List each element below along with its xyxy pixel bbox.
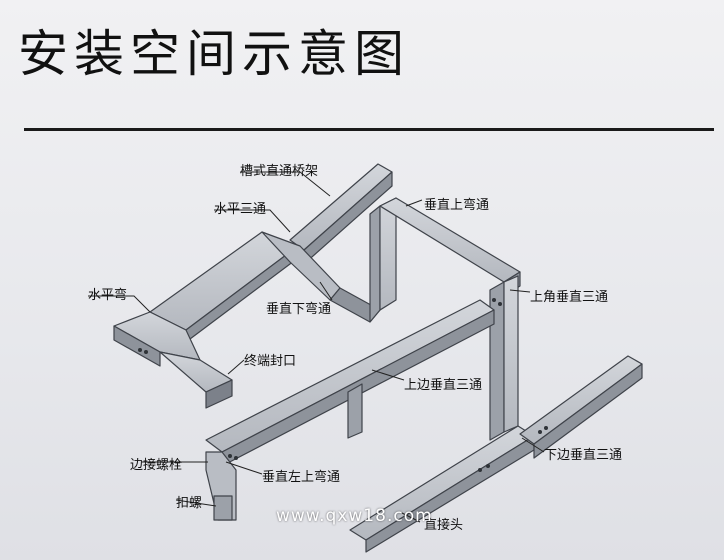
- label-vertical-up-bend: 垂直上弯通: [424, 198, 490, 213]
- label-trough-straight: 槽式直通桥架: [240, 164, 319, 179]
- label-end-cap: 终端封口: [244, 354, 297, 369]
- nut-block: [213, 495, 233, 521]
- label-horizontal-bend: 水平弯: [88, 288, 128, 303]
- upper-corner-riser: [489, 281, 505, 441]
- horizontal-bend-side: [113, 325, 161, 367]
- end-cap: [205, 379, 233, 409]
- label-upper-corner-vertical-tee: 上角垂直三通: [530, 290, 609, 305]
- label-vertical-left-up-bend: 垂直左上弯通: [262, 470, 341, 485]
- lower-side-tee-side: [533, 363, 643, 459]
- lower-side-tee-run: [519, 355, 643, 445]
- label-upper-side-vertical-tee: 上边垂直三通: [404, 378, 483, 393]
- upper-side-tee-leg: [347, 383, 363, 439]
- vertical-riser: [369, 205, 381, 323]
- title-divider: [24, 128, 714, 131]
- label-horizontal-tee: 水平三通: [214, 202, 267, 217]
- upper-corner-riser-face: [503, 275, 519, 433]
- label-nut: 扣螺: [176, 496, 203, 511]
- label-lower-side-vertical-tee: 下边垂直三通: [544, 448, 623, 463]
- lower-run-side: [365, 435, 535, 553]
- label-vertical-down-bend: 垂直下弯通: [266, 302, 332, 317]
- watermark: www.qxw18.com: [276, 506, 433, 526]
- page-title: 安装空间示意图: [18, 25, 410, 83]
- label-straight-joint: 直接头: [424, 518, 464, 533]
- label-side-bolt: 边接螺栓: [130, 458, 183, 473]
